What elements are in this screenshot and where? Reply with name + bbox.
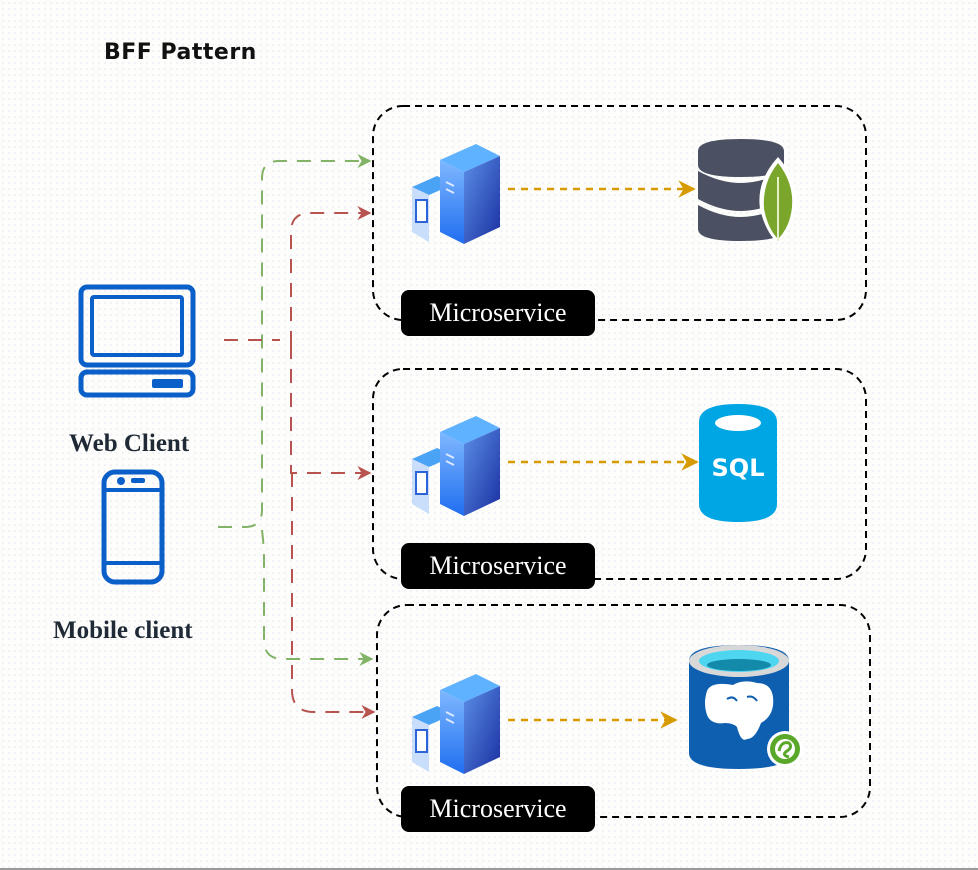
sql-database-node[interactable]: SQL xyxy=(699,404,777,522)
desktop-computer-icon xyxy=(78,284,196,398)
microservice-group-2 xyxy=(372,368,867,580)
microservice-1-label: Microservice xyxy=(401,290,595,336)
mobile-phone-icon xyxy=(101,469,165,585)
web-to-ms3-connector xyxy=(291,473,376,719)
diagram-title: BFF Pattern xyxy=(104,40,257,65)
postgresql-icon xyxy=(689,645,803,769)
bottom-divider xyxy=(0,868,978,870)
microservice-3-server[interactable] xyxy=(410,662,506,774)
web-client-node[interactable] xyxy=(78,284,196,398)
server-icon xyxy=(412,416,500,516)
web-to-ms1-connector xyxy=(224,213,370,345)
sql-badge-text: SQL xyxy=(712,454,765,482)
web-to-ms2-connector xyxy=(290,345,372,480)
mobile-to-ms3-connector xyxy=(261,529,374,666)
mongodb-icon xyxy=(698,139,797,243)
mongodb-database-node[interactable] xyxy=(696,137,800,245)
microservice-group-3 xyxy=(376,604,871,818)
mobile-client-label: Mobile client xyxy=(53,617,193,644)
microservice-2-server[interactable] xyxy=(410,404,506,516)
web-client-label: Web Client xyxy=(69,430,190,457)
microservice-1-server[interactable] xyxy=(410,132,506,244)
sql-database-icon: SQL xyxy=(699,404,777,522)
mobile-to-ms1-connector xyxy=(218,154,372,528)
postgresql-database-node[interactable] xyxy=(689,643,811,773)
microservice-2-label: Microservice xyxy=(401,543,595,589)
mobile-client-node[interactable] xyxy=(101,469,165,585)
server-icon xyxy=(412,144,500,244)
server-icon xyxy=(412,674,500,774)
microservice-3-label: Microservice xyxy=(401,786,595,832)
